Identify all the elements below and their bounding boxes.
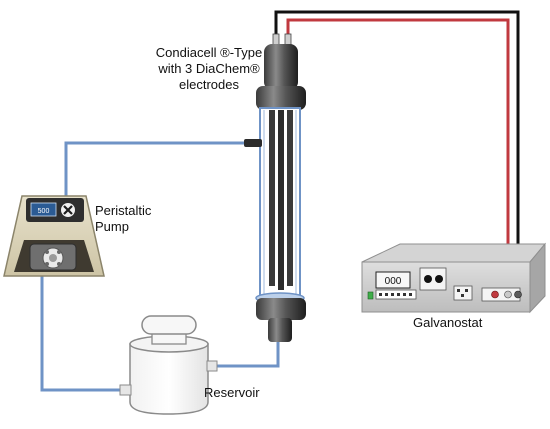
cell-label: Condiacell ®-Type with 3 DiaChem® electr…	[146, 45, 272, 93]
reservoir-lid	[141, 315, 197, 335]
galvanostat-unit: 000	[361, 242, 547, 314]
cell-label-line2: with 3 DiaChem®	[158, 61, 260, 76]
galvanostat-display-bg	[375, 271, 411, 289]
galvanostat-buttons	[379, 293, 412, 296]
cell-inlet-port	[244, 139, 262, 147]
tube-reservoir-to-cell	[212, 340, 280, 368]
reservoir-body	[129, 343, 209, 415]
power-led-icon[interactable]	[367, 291, 374, 300]
cell-outlet	[268, 318, 292, 342]
pump-label-line2: Pump	[95, 219, 129, 234]
x-circle-icon[interactable]	[61, 203, 75, 217]
reservoir-label: Reservoir	[204, 385, 260, 400]
cell-label-line1: Condiacell ®-Type	[155, 45, 263, 60]
cell-label-line3: electrodes	[179, 77, 239, 92]
reservoir-outlet-port	[206, 360, 218, 372]
peristaltic-pump: 500	[3, 195, 105, 277]
pump-label: Peristaltic Pump	[95, 203, 175, 235]
galvanostat-button-strip	[375, 289, 417, 300]
galvanostat-knob-left	[424, 275, 432, 283]
pump-display: 500	[38, 208, 50, 215]
wire-positive	[286, 18, 510, 292]
wires	[274, 10, 520, 292]
electrode-2	[278, 110, 284, 290]
condiacell	[244, 33, 306, 342]
galvanostat-label: Galvanostat	[413, 315, 483, 330]
cell-top-connector	[264, 44, 298, 90]
cell-top-cap	[256, 86, 306, 110]
reservoir-inlet-port	[119, 384, 132, 396]
wire-negative	[274, 10, 520, 292]
pump-label-line1: Peristaltic	[95, 203, 152, 218]
galvanostat-knob-panel	[419, 267, 447, 291]
pump-display-bg	[30, 202, 57, 217]
reservoir-vessel	[119, 315, 218, 415]
galvanostat-top	[361, 243, 547, 263]
cell-bottom-cap	[256, 298, 306, 320]
electrode-1	[269, 110, 275, 286]
electrode-3	[287, 110, 293, 286]
galvanostat-knob-right	[435, 275, 443, 283]
tube-pump-to-reservoir	[40, 268, 122, 392]
galvanostat-display: 000	[385, 276, 402, 287]
galvanostat-switch-panel	[453, 285, 473, 301]
